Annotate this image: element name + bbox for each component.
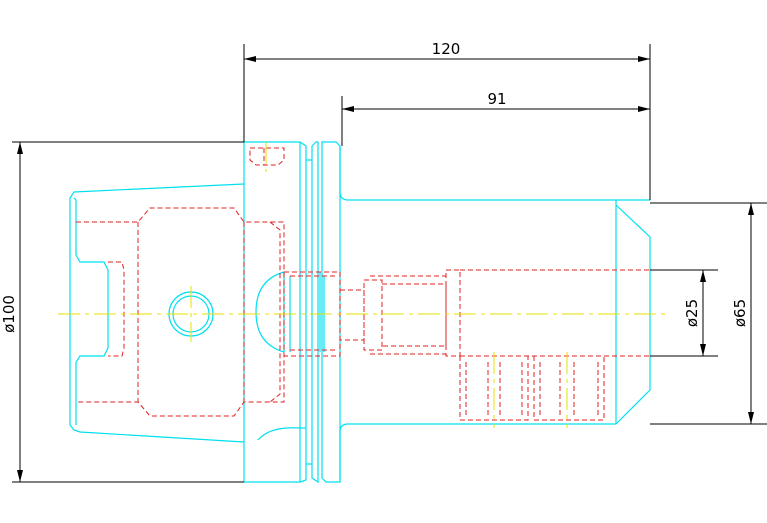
dimension-nose-diameter: ø65	[650, 202, 767, 425]
dimension-bore-diameter: ø25	[650, 269, 718, 357]
flange-diameter-label: ø100	[0, 295, 18, 333]
total-length-label: 120	[432, 40, 461, 58]
dimension-gauge-length: 91	[341, 90, 650, 146]
hidden-lines	[76, 147, 650, 421]
gauge-length-label: 91	[487, 90, 506, 108]
nose-diameter-label: ø65	[731, 299, 749, 327]
centerlines	[58, 142, 665, 428]
dimension-flange-diameter: ø100	[0, 141, 244, 483]
outline-visible-edges	[69, 141, 651, 484]
bore-diameter-label: ø25	[683, 299, 701, 327]
dimension-total-length: 120	[243, 40, 651, 200]
